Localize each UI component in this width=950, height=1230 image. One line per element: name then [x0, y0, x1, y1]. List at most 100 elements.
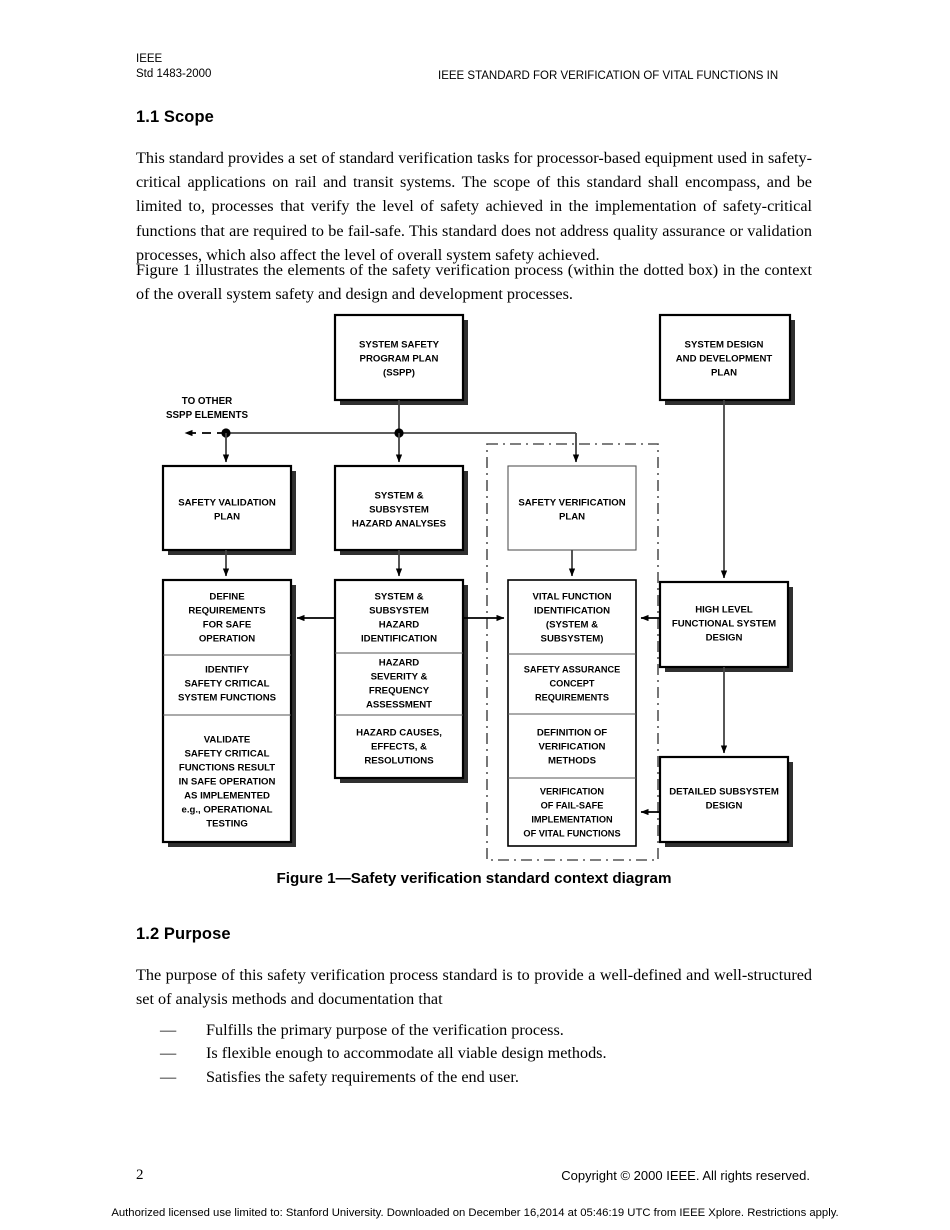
hazard-severity-label-2: SEVERITY &	[371, 672, 428, 683]
high-level-design-label-2: FUNCTIONAL SYSTEM	[672, 619, 776, 630]
license-notice: Authorized licensed use limited to: Stan…	[111, 1207, 839, 1219]
org-name: IEEE	[136, 53, 163, 65]
purpose-paragraph-1: The purpose of this safety verification …	[136, 966, 812, 1009]
scope-paragraph-1: This standard provides a set of standard…	[136, 149, 812, 264]
sspp-label-1: SYSTEM SAFETY	[359, 340, 440, 351]
list-item: — Is flexible enough to accommodate all …	[160, 1042, 820, 1065]
hazard-identification-label-1: SYSTEM &	[374, 592, 423, 603]
scope-heading: 1.1 Scope	[136, 108, 214, 126]
hazard-severity-label-4: ASSESSMENT	[366, 700, 432, 711]
system-design-box	[658, 313, 792, 402]
hazard-severity-label-1: HAZARD	[379, 658, 420, 669]
hazard-causes-label-2: EFFECTS, &	[371, 742, 427, 753]
scope-paragraph-2: Figure 1 illustrates the elements of the…	[136, 261, 812, 304]
sspp-label-3: (SSPP)	[383, 368, 415, 379]
system-design-label-2: AND DEVELOPMENT	[676, 354, 773, 365]
safety-verification-plan-box	[507, 465, 637, 551]
detailed-subsystem-label-2: DESIGN	[706, 801, 743, 812]
list-item-text: Is flexible enough to accommodate all vi…	[206, 1044, 607, 1063]
validate-functions-label-1: VALIDATE	[204, 735, 251, 746]
safety-validation-plan-box	[161, 464, 293, 552]
left-stack-shadow	[168, 585, 296, 847]
validate-functions-label-2: SAFETY CRITICAL	[184, 749, 269, 760]
verification-failsafe-label-3: IMPLEMENTATION	[531, 814, 613, 824]
to-other-sspp-label-line-2: SSPP ELEMENTS	[166, 410, 248, 421]
safety-validation-plan-label-2: PLAN	[214, 512, 240, 523]
running-head: IEEE Std 1483-2000 IEEE STANDARD FOR VER…	[136, 52, 814, 86]
hazard-analyses-label-1: SYSTEM &	[374, 491, 423, 502]
hazard-identification-label-2: SUBSYSTEM	[369, 606, 429, 617]
high-level-design-box-shadow	[665, 587, 793, 672]
middle-stack-shadow	[340, 585, 468, 783]
safety-validation-plan-box-shadow	[168, 471, 296, 555]
define-requirements-label-3: FOR SAFE	[203, 620, 252, 631]
left-stack-box	[161, 578, 293, 844]
validate-functions-label-4: IN SAFE OPERATION	[179, 777, 276, 788]
hazard-severity-label-3: FREQUENCY	[369, 686, 430, 697]
safety-assurance-label-2: CONCEPT	[550, 678, 595, 688]
hazard-analyses-label-2: SUBSYSTEM	[369, 505, 429, 516]
page-number: 2	[136, 1167, 144, 1183]
figure-caption: Figure 1—Safety verification standard co…	[276, 870, 672, 887]
running-head-left: IEEE Std 1483-2000	[136, 52, 211, 82]
define-requirements-label-1: DEFINE	[209, 592, 245, 603]
hazard-analyses-box-shadow	[340, 471, 468, 555]
definition-methods-label-2: VERIFICATION	[539, 742, 606, 753]
verification-scope-boundary	[486, 443, 659, 861]
detailed-subsystem-box-shadow	[665, 762, 793, 847]
definition-methods-label-3: METHODS	[548, 756, 597, 767]
purpose-list: — Fulfills the primary purpose of the ve…	[160, 1019, 820, 1089]
define-requirements-label-4: OPERATION	[199, 634, 255, 645]
middle-stack-box	[333, 578, 465, 780]
to-other-sspp-label-line-1: TO OTHER	[182, 396, 232, 407]
detailed-subsystem-label-1: DETAILED SUBSYSTEM	[669, 787, 779, 798]
hazard-analyses-box	[333, 464, 465, 552]
validate-functions-label-7: TESTING	[206, 819, 248, 830]
safety-assurance-label-1: SAFETY ASSURANCE	[524, 664, 620, 674]
list-item: — Fulfills the primary purpose of the ve…	[160, 1019, 820, 1042]
list-item: — Satisfies the safety requirements of t…	[160, 1066, 820, 1089]
running-head-title: IEEE STANDARD FOR VERIFICATION OF VITAL …	[438, 70, 779, 82]
validate-functions-label-6: e.g., OPERATIONAL	[182, 805, 273, 816]
vital-function-id-label-3: (SYSTEM &	[546, 620, 598, 631]
sspp-box-shadow	[340, 320, 468, 405]
high-level-design-label-3: DESIGN	[706, 633, 743, 644]
standard-number: Std 1483-2000	[136, 68, 212, 80]
list-dash: —	[160, 1044, 177, 1063]
safety-assurance-label-3: REQUIREMENTS	[535, 692, 609, 702]
bus-junction-center	[394, 428, 404, 438]
copyright-notice: Copyright © 2000 IEEE. All rights reserv…	[561, 1168, 810, 1183]
hazard-analyses-label-3: HAZARD ANALYSES	[352, 519, 447, 530]
system-design-label-1: SYSTEM DESIGN	[685, 340, 764, 351]
hazard-identification-label-4: IDENTIFICATION	[361, 634, 437, 645]
safety-verification-plan-label-1: SAFETY VERIFICATION	[518, 498, 625, 509]
hazard-identification-label-3: HAZARD	[379, 620, 420, 631]
list-item-text: Fulfills the primary purpose of the veri…	[206, 1021, 564, 1039]
purpose-heading: 1.2 Purpose	[136, 925, 231, 943]
system-design-box-shadow	[665, 320, 795, 405]
verification-failsafe-label-2: OF FAIL-SAFE	[541, 800, 604, 810]
hazard-causes-label-1: HAZARD CAUSES,	[356, 728, 442, 739]
validate-functions-label-5: AS IMPLEMENTED	[184, 791, 270, 802]
vital-function-id-label-1: VITAL FUNCTION	[532, 592, 611, 603]
list-item-text: Satisfies the safety requirements of the…	[206, 1067, 519, 1086]
define-requirements-label-2: REQUIREMENTS	[188, 606, 266, 617]
identify-functions-label-3: SYSTEM FUNCTIONS	[178, 693, 277, 704]
system-design-label-3: PLAN	[711, 368, 737, 379]
verification-stack-box	[507, 579, 637, 847]
validate-functions-label-3: FUNCTIONS RESULT	[179, 763, 275, 774]
sspp-label-2: PROGRAM PLAN	[360, 354, 439, 365]
detailed-subsystem-box	[658, 755, 790, 844]
safety-verification-plan-label-2: PLAN	[559, 512, 585, 523]
identify-functions-label-2: SAFETY CRITICAL	[184, 679, 269, 690]
identify-functions-label-1: IDENTIFY	[205, 665, 249, 676]
verification-failsafe-label-1: VERIFICATION	[540, 786, 605, 796]
list-dash: —	[160, 1067, 177, 1086]
vital-function-id-label-2: IDENTIFICATION	[534, 606, 610, 617]
vital-function-id-label-4: SUBSYSTEM)	[541, 634, 604, 645]
bus-junction-left	[221, 428, 231, 438]
list-dash: —	[160, 1021, 177, 1039]
safety-validation-plan-label-1: SAFETY VALIDATION	[178, 498, 276, 509]
hazard-causes-label-3: RESOLUTIONS	[364, 756, 434, 767]
definition-methods-label-1: DEFINITION OF	[537, 728, 607, 739]
